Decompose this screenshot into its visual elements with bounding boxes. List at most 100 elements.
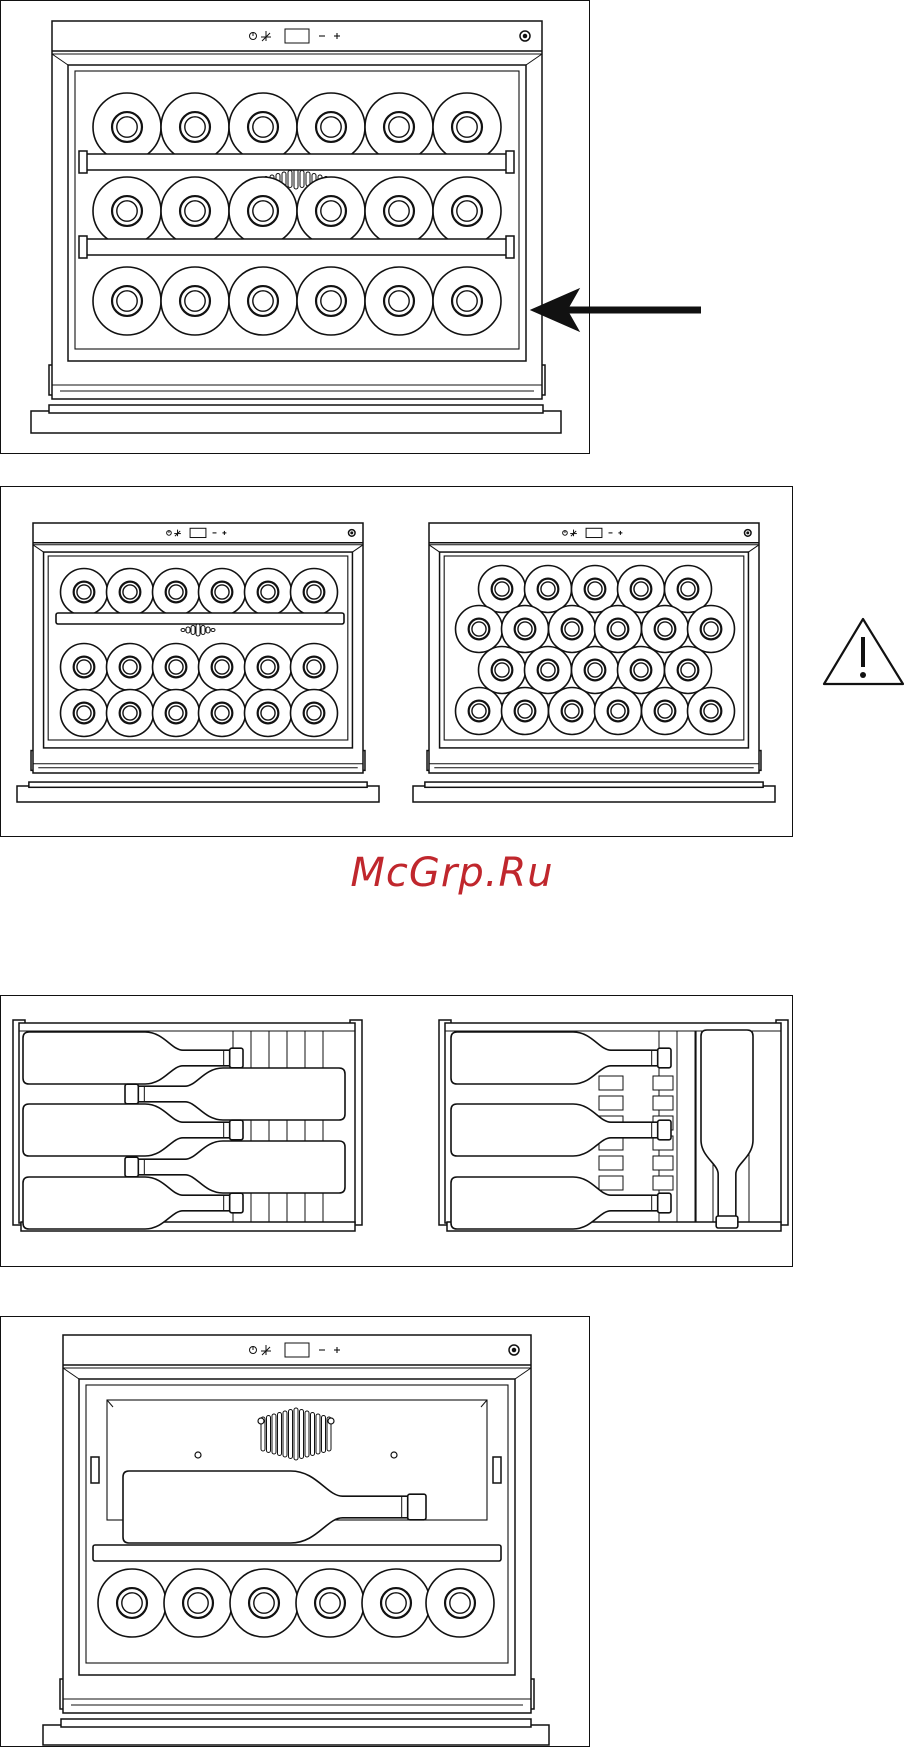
bottle-end [161,267,229,335]
cabinet-base-rail [61,1719,531,1727]
bottle-end [365,267,433,335]
cabinet-plinth [31,411,561,433]
bottle-end [245,569,292,616]
bottle-end [479,566,526,613]
cabinet-plinth [43,1725,549,1745]
bottle-end [456,606,503,653]
bottle-end [296,1569,364,1637]
shelf-end-left [79,236,87,258]
knob-icon [509,1345,519,1355]
cabinet [413,523,775,802]
side-clip [493,1457,501,1483]
bottle-end [161,93,229,161]
display-window [190,528,206,537]
bottle-end [525,566,572,613]
watermark-text: McGrp.Ru [0,850,904,896]
bottle-end [572,647,619,694]
bottle-end [502,688,549,735]
bottle-end [297,177,365,245]
bottle-end [433,93,501,161]
cabinet-base-rail [425,782,763,787]
bottle-end [93,177,161,245]
screw [328,1418,334,1424]
bottle-end [433,267,501,335]
bottle-end [199,644,246,691]
bottle-end [362,1569,430,1637]
shelf-end-right [506,151,514,173]
bottle-end [229,93,297,161]
bottle-end [365,177,433,245]
cabinet-base-rail [49,405,543,413]
screw [258,1418,264,1424]
cabinet [17,523,379,802]
wine-cabinet-front-bottle-on-shelf [1,1317,591,1748]
bottle-end [479,647,526,694]
bottle-end [688,606,735,653]
bottle-end [297,267,365,335]
bottle-end [229,177,297,245]
bottle-end [291,644,338,691]
knob-icon [520,31,530,41]
bottle-end [153,690,200,737]
screw [195,1452,201,1458]
shelf [84,154,509,170]
bottle-end [199,569,246,616]
display-window [285,29,309,43]
bottle-end [98,1569,166,1637]
display-window [586,528,602,537]
bottle-end [61,569,108,616]
shelf-top-view-bottle-arrangements [1,996,794,1268]
bottle-end [688,688,735,735]
bottle-end [107,569,154,616]
bottle-end [549,688,596,735]
bottle-end [291,690,338,737]
bottle-end [153,644,200,691]
cabinet-left [17,523,379,802]
figure-3-panel [0,995,793,1267]
bottle-end [595,688,642,735]
bottle-end [297,93,365,161]
wine-cabinet-stacking-options [1,487,794,838]
cabinet-plinth [17,786,379,802]
divider-block [599,1156,623,1170]
tray-right [439,1020,788,1231]
bottle-end [61,644,108,691]
bottle-end [642,606,689,653]
cabinet-right [413,523,775,802]
side-clip [91,1457,99,1483]
bottle-end [525,647,572,694]
shelf [93,1545,501,1561]
bottle-end [365,93,433,161]
screw [391,1452,397,1458]
cabinet-plinth [413,786,775,802]
shelf-end-right [506,236,514,258]
bottle-end [618,647,665,694]
bottle-end [595,606,642,653]
cabinet [43,1335,549,1745]
figure-2-panel [0,486,793,837]
bottle-end [291,569,338,616]
bottle-end [642,688,689,735]
bottle-end [93,267,161,335]
bottle-end [245,690,292,737]
arrow-left-icon [531,289,701,331]
bottle-end [93,93,161,161]
warning-triangle-icon [824,619,903,684]
knob-icon [348,530,355,537]
bottle-end [433,177,501,245]
bottle-end [61,690,108,737]
bottle-end [456,688,503,735]
bottle-end [665,566,712,613]
shelf [84,239,509,255]
figure-1-panel [0,0,590,454]
bottle-end [199,690,246,737]
bottle-end [107,644,154,691]
wine-cabinet-front-three-shelves [1,1,791,455]
divider-block [653,1096,673,1110]
divider-block [599,1096,623,1110]
shelf [56,613,344,624]
bottle-end [161,177,229,245]
display-window [285,1343,309,1357]
cabinet [31,21,561,433]
divider-block [599,1176,623,1190]
